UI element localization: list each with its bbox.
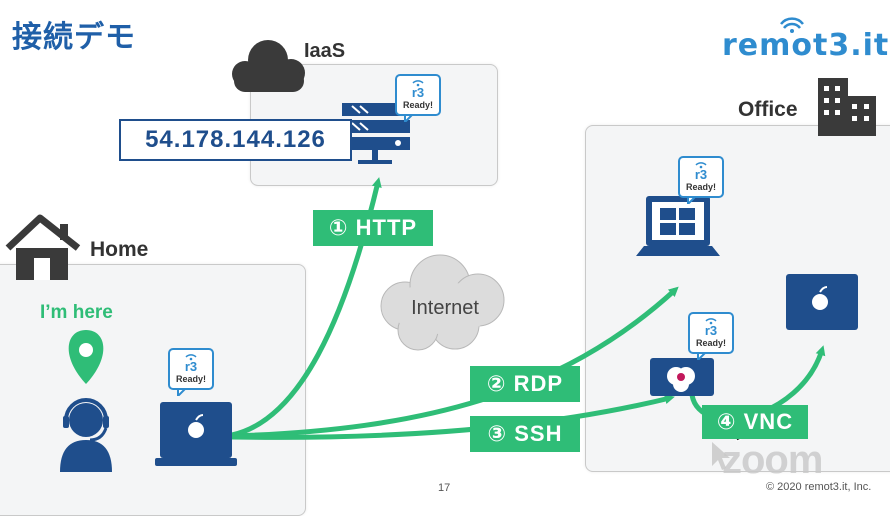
badge-ready-text: Ready! — [175, 374, 206, 384]
internet-label: Internet — [411, 297, 479, 319]
logo-text: remot3.it — [722, 28, 890, 63]
server-icon — [342, 103, 410, 164]
iaas-label: IaaS — [304, 40, 346, 62]
badge-ready-text: Ready! — [685, 182, 716, 192]
internet-cloud — [380, 254, 505, 351]
badge-r3-text: r3 — [184, 359, 198, 374]
badge-shape — [395, 74, 441, 122]
ready-badge-home: r3 Ready! — [168, 348, 214, 396]
ip-address-box: 54.178.144.126 — [119, 119, 352, 161]
badge-r3-text: r3 — [704, 323, 718, 338]
badge-ready-text: Ready! — [402, 100, 433, 110]
page-number: 17 — [438, 482, 451, 494]
windows-laptop-icon — [636, 196, 720, 256]
copyright-text: © 2020 remot3.it, Inc. — [766, 481, 872, 493]
badge-shape — [688, 312, 734, 360]
mac-laptop-office-icon — [786, 274, 858, 330]
house-icon — [5, 214, 81, 280]
im-here-label: I’m here — [40, 302, 113, 323]
location-pin-icon — [68, 330, 104, 384]
rdp-label: ② RDP — [470, 366, 580, 402]
remote3-logo: remot3.it — [722, 14, 888, 63]
zoom-watermark: zoom — [722, 438, 823, 482]
person-headset-icon — [60, 398, 112, 472]
badge-ready-text: Ready! — [695, 338, 726, 348]
badge-shape — [168, 348, 214, 396]
vnc-label: ④ VNC — [702, 405, 808, 439]
building-icon — [818, 78, 876, 136]
badge-shape — [678, 156, 724, 204]
office-label: Office — [738, 98, 798, 121]
raspberry-pi-icon — [650, 358, 714, 396]
home-label: Home — [90, 238, 149, 261]
badge-r3-text: r3 — [411, 85, 425, 100]
badge-r3-text: r3 — [694, 167, 708, 182]
watermark-cursor-icon — [712, 442, 730, 470]
http-label: ① HTTP — [313, 210, 433, 246]
ready-badge-iaas: r3 Ready! — [395, 74, 441, 122]
slide-title: 接続デモ — [12, 21, 136, 54]
ready-badge-raspberry: r3 Ready! — [688, 312, 734, 360]
ssh-label: ③ SSH — [470, 416, 580, 452]
wifi-icon — [780, 17, 804, 33]
ready-badge-windows: r3 Ready! — [678, 156, 724, 204]
mac-laptop-home-icon — [155, 402, 237, 466]
cloud-icon — [232, 40, 305, 92]
